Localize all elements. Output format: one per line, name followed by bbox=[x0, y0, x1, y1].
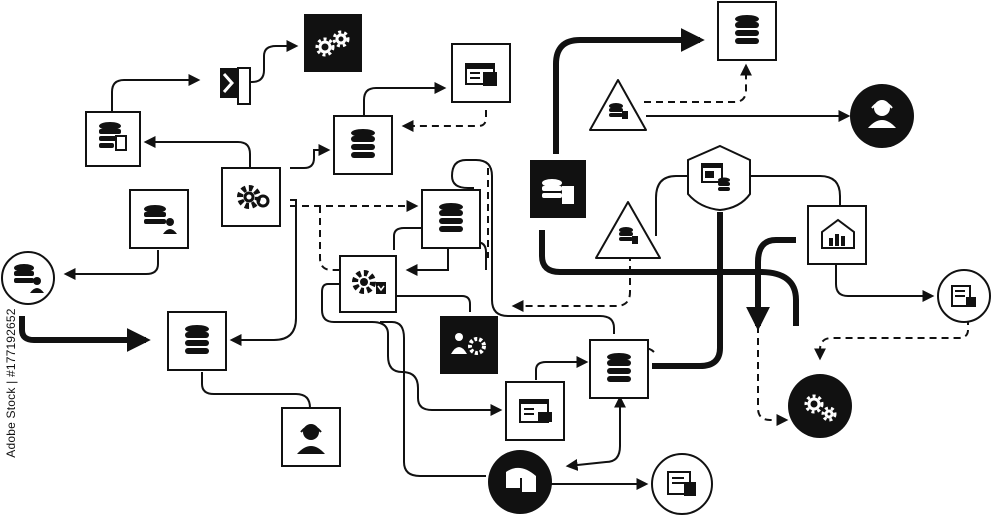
stock-watermark: Adobe Stock | #177192652 bbox=[4, 183, 18, 457]
database-icon bbox=[351, 129, 375, 158]
gears-icon bbox=[804, 394, 837, 422]
cloud-files-icon bbox=[506, 467, 536, 492]
gear-download-icon bbox=[352, 270, 386, 294]
database-mobile-icon bbox=[99, 122, 127, 151]
window-box[interactable] bbox=[451, 43, 511, 103]
db-server-box[interactable] bbox=[530, 160, 586, 218]
connector-dashed bbox=[757, 326, 789, 426]
connector bbox=[565, 395, 626, 471]
thick-connector bbox=[652, 212, 723, 369]
database-icon bbox=[439, 203, 463, 232]
connector bbox=[321, 283, 503, 416]
document-icon bbox=[951, 285, 976, 307]
thick-connector bbox=[19, 316, 151, 352]
web-window-icon bbox=[519, 399, 552, 423]
support-agent-circle[interactable] bbox=[850, 84, 914, 148]
web-window-box[interactable] bbox=[505, 381, 565, 441]
connector bbox=[380, 321, 486, 477]
connector bbox=[363, 82, 447, 116]
support-agent-icon bbox=[297, 424, 325, 454]
connector-dashed bbox=[319, 206, 340, 271]
support-box[interactable] bbox=[281, 407, 341, 467]
thick-connector bbox=[746, 237, 796, 331]
warning-db-top[interactable] bbox=[589, 79, 647, 131]
connector bbox=[111, 74, 201, 112]
warning-db-mid[interactable] bbox=[595, 201, 661, 259]
db-user-circle[interactable] bbox=[1, 251, 55, 305]
terminal-icon bbox=[222, 73, 235, 93]
house-chart-box[interactable] bbox=[807, 205, 867, 265]
connector bbox=[229, 199, 297, 346]
connector bbox=[535, 356, 589, 380]
db-user-box[interactable] bbox=[129, 189, 189, 249]
connector-dashed bbox=[511, 254, 631, 312]
connector bbox=[750, 175, 841, 206]
terminal-node[interactable] bbox=[220, 67, 251, 105]
user-gear-box[interactable] bbox=[440, 316, 498, 374]
document-icon bbox=[667, 471, 696, 496]
db-box-center[interactable] bbox=[421, 189, 481, 249]
connector bbox=[201, 372, 311, 409]
support-agent-icon bbox=[868, 100, 896, 128]
cloud-files-circle[interactable] bbox=[488, 450, 552, 514]
thick-connector bbox=[539, 230, 799, 326]
gears-icon bbox=[315, 30, 350, 57]
db-box-left-bottom[interactable] bbox=[167, 311, 227, 371]
connector-dashed bbox=[814, 306, 969, 361]
db-box-top-right[interactable] bbox=[717, 1, 777, 61]
connector bbox=[835, 262, 935, 302]
gears-circle-dark[interactable] bbox=[788, 374, 852, 438]
gear-download-box[interactable] bbox=[339, 255, 397, 313]
database-user-icon bbox=[14, 264, 44, 293]
stock-watermark-text: Adobe Stock | #177192652 bbox=[4, 308, 18, 458]
connector bbox=[63, 250, 159, 280]
doc-circle-bottom[interactable] bbox=[651, 453, 713, 515]
database-server-icon bbox=[542, 179, 574, 204]
db-mobile-box[interactable] bbox=[85, 111, 141, 167]
db-box-lower-center[interactable] bbox=[589, 339, 649, 399]
connector bbox=[655, 175, 690, 236]
connector bbox=[143, 136, 251, 168]
thick-connectors bbox=[19, 28, 799, 369]
doc-circle-right[interactable] bbox=[937, 269, 991, 323]
db-box-upper[interactable] bbox=[333, 115, 393, 175]
connector bbox=[393, 227, 432, 250]
database-user-icon bbox=[144, 205, 177, 234]
connector-dashed bbox=[401, 110, 487, 132]
warning-database-icon bbox=[609, 103, 628, 119]
gears-box-top[interactable] bbox=[304, 14, 362, 72]
database-icon bbox=[185, 325, 209, 354]
shield-db-node[interactable] bbox=[687, 144, 751, 212]
connector bbox=[240, 40, 299, 83]
hub-gear-box[interactable] bbox=[221, 167, 281, 227]
database-icon bbox=[735, 15, 759, 44]
user-gear-icon bbox=[451, 333, 486, 355]
house-chart-icon bbox=[821, 218, 855, 249]
connector bbox=[450, 159, 615, 334]
windows-icon bbox=[465, 63, 497, 86]
connector-dashed bbox=[644, 63, 752, 103]
thick-connector bbox=[553, 28, 705, 154]
warning-database-icon bbox=[619, 227, 638, 244]
database-icon bbox=[607, 353, 631, 382]
gear-icon bbox=[237, 185, 270, 209]
connector bbox=[290, 144, 331, 169]
windows-database-icon bbox=[701, 163, 730, 191]
